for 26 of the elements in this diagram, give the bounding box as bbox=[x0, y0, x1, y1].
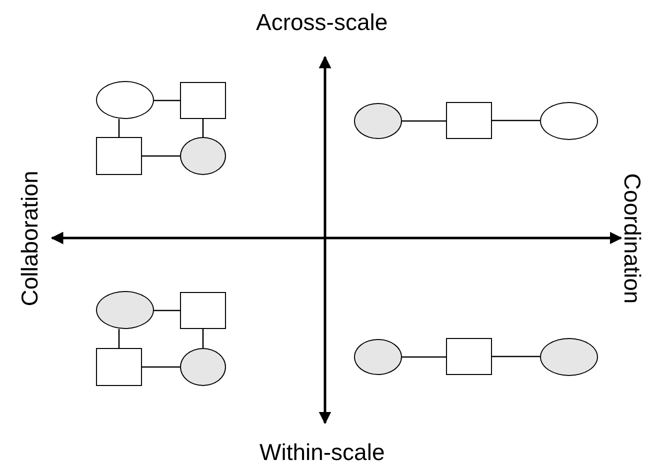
connector-line bbox=[202, 119, 204, 137]
square-node bbox=[446, 338, 492, 375]
axis-label: Coordination bbox=[620, 172, 644, 304]
ellipse-node bbox=[180, 348, 226, 386]
connector-line bbox=[142, 366, 180, 368]
square-node bbox=[96, 137, 142, 175]
connector-line bbox=[202, 329, 204, 348]
connector-line bbox=[142, 155, 180, 157]
axis-label: Collaboration bbox=[18, 170, 42, 306]
connector-line bbox=[154, 100, 180, 102]
ellipse-node bbox=[354, 103, 402, 139]
connector-line bbox=[492, 356, 540, 358]
axis-label: Within-scale bbox=[260, 440, 385, 464]
square-node bbox=[446, 102, 492, 139]
ellipse-node bbox=[180, 137, 226, 175]
square-node bbox=[180, 292, 226, 329]
connector-line bbox=[118, 329, 120, 348]
square-node bbox=[180, 82, 226, 119]
connector-line bbox=[154, 310, 180, 312]
square-node bbox=[96, 348, 142, 386]
connector-line bbox=[402, 356, 446, 358]
connector-line bbox=[402, 120, 446, 122]
axis-label: Across-scale bbox=[256, 10, 388, 34]
ellipse-node bbox=[354, 339, 402, 375]
connector-line bbox=[492, 120, 540, 122]
connector-line bbox=[118, 119, 120, 137]
